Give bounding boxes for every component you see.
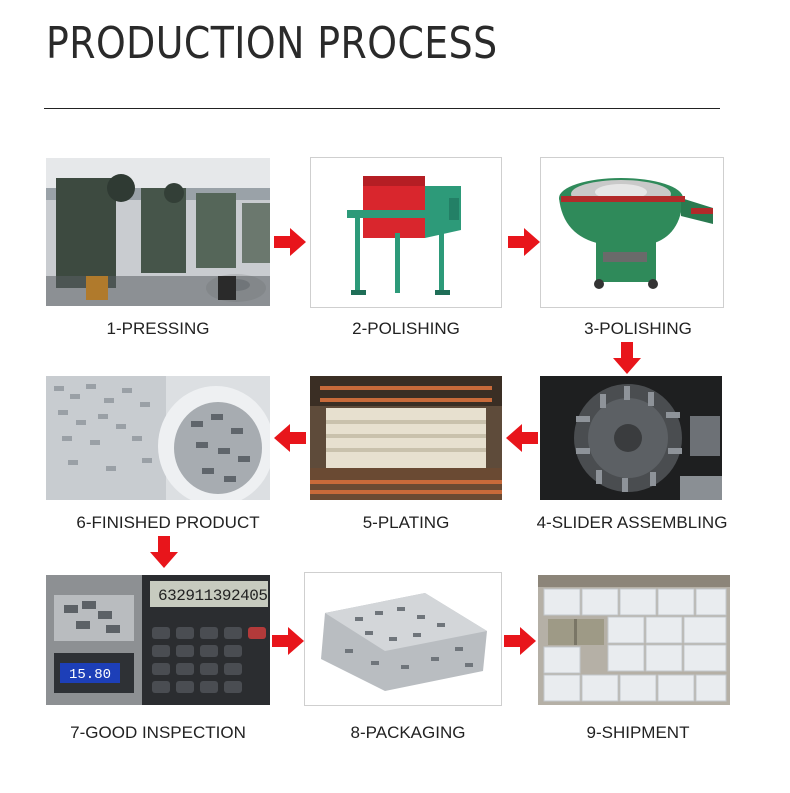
slider-assembly-machine-image bbox=[540, 376, 722, 500]
arrow-right-1 bbox=[274, 228, 306, 256]
step-4-photo bbox=[540, 376, 722, 500]
arrow-down-2 bbox=[150, 536, 178, 568]
arrow-left-1 bbox=[274, 424, 306, 452]
step-9-label: 9-SHIPMENT bbox=[586, 723, 690, 742]
step-7-photo: 15.80 632911392405 bbox=[46, 575, 270, 705]
step-7-label: 7-GOOD INSPECTION bbox=[70, 723, 246, 742]
step-5-label: 5-PLATING bbox=[362, 513, 450, 532]
step-2-label: 2-POLISHING bbox=[352, 319, 460, 338]
step-1-label: 1-PRESSING bbox=[106, 319, 210, 338]
step-8-label: 8-PACKAGING bbox=[350, 723, 466, 742]
shipping-container-image bbox=[538, 575, 730, 705]
vibratory-finisher-image bbox=[541, 158, 723, 307]
step-1-photo bbox=[46, 158, 270, 306]
calculator-display: 632911392405 bbox=[158, 587, 268, 605]
arrow-right-2 bbox=[508, 228, 540, 256]
arrow-down-1 bbox=[613, 342, 641, 374]
step-8-photo bbox=[304, 572, 502, 706]
arrow-right-4 bbox=[504, 627, 536, 655]
step-3-photo bbox=[540, 157, 724, 308]
step-5-photo bbox=[310, 376, 502, 500]
pressing-machines-image bbox=[46, 158, 270, 306]
step-3-label: 3-POLISHING bbox=[584, 319, 692, 338]
scale-readout: 15.80 bbox=[69, 667, 111, 683]
arrow-right-3 bbox=[272, 627, 304, 655]
step-9-photo bbox=[538, 575, 730, 705]
plating-line-image bbox=[310, 376, 502, 500]
step-6-label: 6-FINISHED PRODUCT bbox=[76, 513, 260, 532]
step-6-photo bbox=[46, 376, 270, 500]
step-2-photo bbox=[310, 157, 502, 308]
finished-sliders-image bbox=[46, 376, 270, 500]
step-4-label: 4-SLIDER ASSEMBLING bbox=[536, 513, 728, 532]
packaged-bag-image bbox=[305, 573, 501, 705]
page-title: PRODUCTION PROCESS bbox=[46, 18, 498, 69]
polishing-barrel-image bbox=[311, 158, 501, 307]
arrow-left-2 bbox=[506, 424, 538, 452]
inspection-scale-calculator-image: 15.80 632911392405 bbox=[46, 575, 270, 705]
title-divider bbox=[44, 108, 720, 109]
